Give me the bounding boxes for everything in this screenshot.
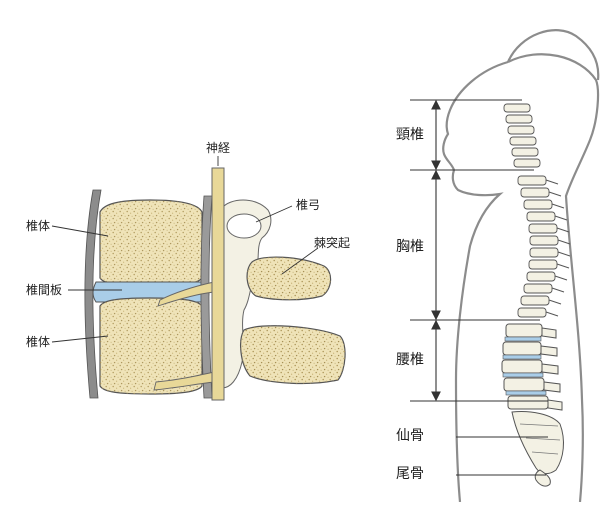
body-silhouette bbox=[442, 60, 509, 503]
label-sacrum: 仙骨 bbox=[396, 428, 424, 444]
label-vertebral-body-upper: 椎体 bbox=[26, 219, 51, 233]
body-profile bbox=[410, 29, 600, 503]
back-silhouette bbox=[507, 53, 600, 503]
nerve-root-lower bbox=[153, 371, 215, 391]
label-coccyx: 尾骨 bbox=[396, 466, 424, 482]
coccyx-shape bbox=[534, 469, 551, 487]
region-arrows bbox=[431, 99, 441, 402]
label-spinous-process: 棘突起 bbox=[314, 236, 351, 250]
label-lumbar: 腰椎 bbox=[396, 352, 424, 368]
anterior-ligament bbox=[84, 189, 102, 399]
label-cervical: 頸椎 bbox=[396, 127, 424, 143]
nerve-root-upper bbox=[157, 281, 215, 307]
label-intervertebral-disc: 椎間板 bbox=[26, 283, 63, 297]
label-vertebral-body-lower: 椎体 bbox=[26, 335, 51, 349]
region-guides bbox=[410, 99, 548, 476]
label-vertebral-arch: 椎弓 bbox=[296, 198, 321, 212]
label-nerve: 神経 bbox=[206, 141, 231, 155]
spinal-nerve bbox=[211, 167, 225, 401]
vertebra-section bbox=[51, 156, 346, 401]
sacrum-shape bbox=[511, 411, 564, 475]
label-thoracic: 胸椎 bbox=[396, 239, 424, 255]
posterior-ligament bbox=[200, 195, 213, 399]
arch-hole bbox=[226, 213, 262, 239]
spine-column bbox=[501, 103, 571, 487]
